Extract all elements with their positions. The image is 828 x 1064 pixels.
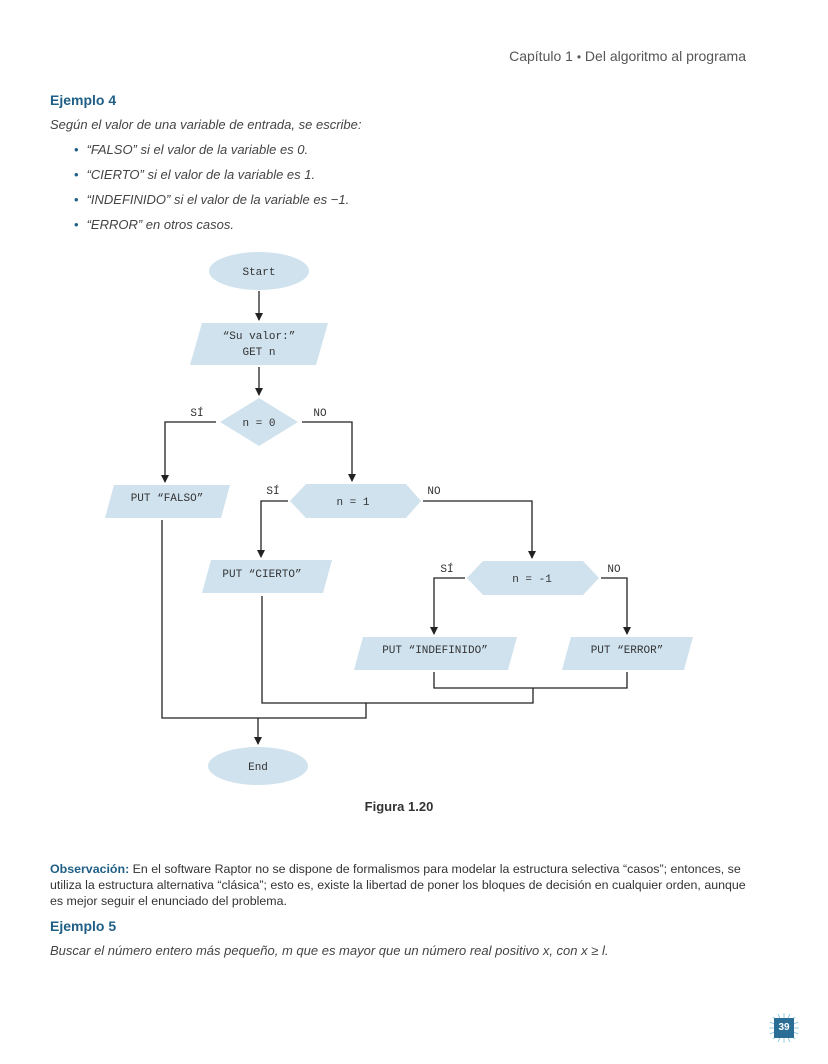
put-cierto-box xyxy=(202,560,332,593)
running-head: Capítulo 1 • Del algoritmo al programa xyxy=(509,48,746,64)
list-item: •“FALSO” si el valor de la variable es 0… xyxy=(74,142,309,157)
merge-outer xyxy=(161,520,367,719)
chapter-label: Capítulo 1 xyxy=(509,48,573,64)
flowchart-labels: Start “Su valor:” GET n n = 0 SÍ NO PUT … xyxy=(131,267,664,774)
figure-caption: Figura 1.20 xyxy=(364,799,434,814)
merge-inner xyxy=(433,672,628,689)
input-box xyxy=(190,323,328,365)
decision-n1 xyxy=(290,484,421,518)
yes-label: SÍ xyxy=(190,406,203,420)
arrow-n0-yes xyxy=(161,421,216,483)
decision-nm1-label: n = -1 xyxy=(512,574,552,586)
bullet-icon: • xyxy=(74,192,79,207)
example4-bullet-list: •“FALSO” si el valor de la variable es 0… xyxy=(74,141,349,241)
bullet-icon: • xyxy=(74,217,79,232)
flowchart-connectors xyxy=(161,291,631,745)
arrow-nm1-yes xyxy=(430,577,465,635)
example5-heading: Ejemplo 5 xyxy=(50,918,117,934)
flowchart-shapes xyxy=(105,252,693,785)
bullet-icon: • xyxy=(74,167,79,182)
merge-middle xyxy=(261,596,534,704)
list-item: •“ERROR” en otros casos. xyxy=(74,217,234,232)
no-label: NO xyxy=(427,486,441,498)
decision-n1-label: n = 1 xyxy=(336,497,369,509)
decision-nm1 xyxy=(467,561,599,595)
no-label: NO xyxy=(313,408,327,420)
arrow-nm1-no xyxy=(601,577,631,635)
no-label: NO xyxy=(607,564,621,576)
page-number: 39 xyxy=(774,1018,794,1038)
arrow-n1-no xyxy=(423,500,536,559)
put-falso-box xyxy=(105,485,230,518)
arrow-n1-yes xyxy=(257,500,288,558)
list-item: •“CIERTO” si el valor de la variable es … xyxy=(74,167,316,182)
observation-text: En el software Raptor no se dispone de f… xyxy=(50,862,746,908)
flowchart: Start “Su valor:” GET n n = 0 SÍ NO PUT … xyxy=(105,252,693,785)
put-error-box xyxy=(562,637,693,670)
yes-label: SÍ xyxy=(440,562,453,576)
header-separator: • xyxy=(576,50,582,64)
end-terminal xyxy=(208,747,308,785)
observation-label: Observación: xyxy=(50,862,130,876)
example4-heading: Ejemplo 4 xyxy=(50,92,117,108)
put-indefinido-label: PUT “INDEFINIDO” xyxy=(382,645,488,657)
decision-n0 xyxy=(220,398,298,446)
put-error-label: PUT “ERROR” xyxy=(591,645,664,657)
input-label-1: “Su valor:” xyxy=(223,331,296,343)
start-terminal xyxy=(209,252,309,290)
put-cierto-label: PUT “CIERTO” xyxy=(222,569,301,581)
end-label: End xyxy=(248,762,268,774)
chapter-title: Del algoritmo al programa xyxy=(584,48,746,64)
example4-intro: Según el valor de una variable de entrad… xyxy=(50,117,362,132)
start-label: Start xyxy=(242,267,275,279)
yes-label: SÍ xyxy=(266,484,279,498)
observation-paragraph: Observación: En el software Raptor no se… xyxy=(50,861,750,909)
arrow-n0-no xyxy=(302,421,356,482)
list-item: •“INDEFINIDO” si el valor de la variable… xyxy=(74,192,350,207)
input-label-2: GET n xyxy=(242,347,275,359)
decision-n0-label: n = 0 xyxy=(242,418,275,430)
example5-text: Buscar el número entero más pequeño, m q… xyxy=(50,943,609,958)
put-indefinido-box xyxy=(354,637,517,670)
bullet-icon: • xyxy=(74,142,79,157)
put-falso-label: PUT “FALSO” xyxy=(131,493,204,505)
